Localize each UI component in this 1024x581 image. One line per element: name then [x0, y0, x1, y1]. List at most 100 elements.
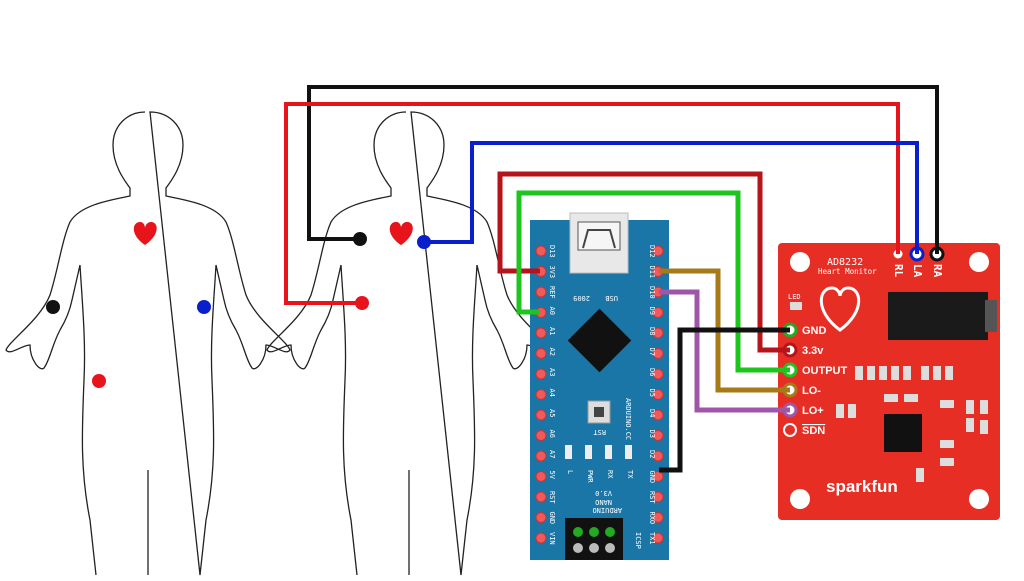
- nano-pin-rst: [652, 491, 664, 503]
- led-label-tx: TX: [626, 470, 634, 479]
- heart-icon: [389, 222, 413, 245]
- nano-pin-label: D12: [648, 245, 656, 258]
- arduino-nano-board: [530, 212, 669, 560]
- nano-pin-d4: [652, 409, 664, 421]
- nano-pin-label: A5: [548, 409, 556, 417]
- nano-pin-label: RST: [548, 491, 556, 504]
- nano-pin-label: A3: [548, 368, 556, 376]
- nano-pin-rxo: [652, 512, 664, 523]
- nano-pin-label: D5: [648, 389, 656, 397]
- sensor-lead-rl: RL: [892, 264, 905, 278]
- nano-pin-label: A2: [548, 348, 556, 356]
- nano-pin-ref: [535, 286, 547, 298]
- nano-pin-label: A0: [548, 307, 556, 315]
- wire-black-gnd: [659, 327, 790, 473]
- nano-pin-label: D2: [648, 450, 656, 458]
- nano-pin-label: GND: [648, 471, 656, 484]
- wire-darkred-3v3: [497, 171, 790, 353]
- sparkfun-logo: sparkfun: [826, 477, 898, 496]
- nano-pin-label: REF: [548, 286, 556, 299]
- led-label-rx: RX: [606, 470, 614, 479]
- wire-blue-la: [424, 141, 919, 254]
- nano-pin-label: RST: [648, 491, 656, 504]
- audio-jack: [888, 292, 988, 340]
- nano-pin-d6: [652, 368, 664, 380]
- sensor-led: [790, 302, 802, 310]
- nano-pin-a2: [535, 348, 547, 359]
- nano-pin-label: 5V: [548, 471, 556, 480]
- wire-black-ra: [307, 85, 939, 254]
- nano-pin-a3: [535, 368, 547, 380]
- ad8232-sensor-board: [778, 243, 1000, 520]
- wire-red-rl: [284, 102, 900, 305]
- nano-pin-label: A7: [548, 450, 556, 458]
- nano-pin-label: D13: [548, 245, 556, 258]
- nano-pin-gnd: [652, 471, 664, 482]
- sensor-chip-name: AD8232: [827, 257, 863, 268]
- sensor-lead-ra: RA: [931, 264, 944, 278]
- body-outline-left: [5, 111, 291, 576]
- nano-pin-d3: [652, 430, 664, 441]
- nano-pin-label: A6: [548, 430, 556, 438]
- sensor-pin-label-sdn: SDN: [802, 425, 825, 437]
- nano-pin-d13: [535, 245, 547, 257]
- nano-pin-a4: [535, 389, 547, 400]
- nano-pin-label: D11: [648, 266, 656, 279]
- sensor-pin-label-lo-minus: LO-: [802, 385, 821, 397]
- icsp-header: [565, 518, 623, 560]
- board-name-line2: NANO: [595, 498, 612, 506]
- led-label-l: L: [566, 470, 574, 474]
- sensor-pin-label-3v3: 3.3v: [802, 345, 824, 357]
- usb-label: USB: [605, 294, 618, 302]
- sensor-led-label: LED: [788, 293, 801, 301]
- sensor-pin-label-lo-plus: LO+: [802, 405, 824, 417]
- electrode-dot-blue: [417, 235, 431, 249]
- nano-pin-label: RXO: [648, 512, 656, 525]
- nano-pin-label: D4: [648, 409, 656, 417]
- sensor-pin-label-output: OUTPUT: [802, 365, 848, 377]
- nano-pin-d7: [652, 348, 664, 359]
- rst-label: RST: [593, 428, 606, 436]
- microcontroller-chip: [567, 308, 632, 373]
- nano-pin-a1: [535, 327, 547, 339]
- nano-pin-d9: [652, 307, 664, 318]
- nano-pin-label: D3: [648, 430, 656, 438]
- nano-pin-rst: [535, 491, 547, 503]
- icsp-label: ICSP: [634, 532, 642, 549]
- wire-green-output: [516, 190, 790, 373]
- nano-pin-label: GND: [548, 512, 556, 525]
- nano-pin-label: D7: [648, 348, 656, 356]
- wire-purple-lo-plus: [659, 289, 790, 413]
- nano-pin-label: A1: [548, 327, 556, 335]
- nano-pin-a5: [535, 409, 547, 421]
- sensor-subtitle: Heart Monitor: [818, 267, 877, 276]
- maker-label: ARDUINO.CC: [624, 398, 632, 440]
- led-label-pwr: PWR: [586, 470, 594, 483]
- nano-pin-label: D10: [648, 286, 656, 299]
- nano-pin-a7: [535, 450, 547, 462]
- nano-pin-gnd: [535, 512, 547, 523]
- board-name-line3: V3.0: [595, 489, 612, 497]
- nano-pin-a6: [535, 430, 547, 441]
- year-label: 2009: [573, 294, 590, 302]
- nano-pin-label: A4: [548, 389, 556, 397]
- electrode-dot-blue: [197, 300, 211, 314]
- electrode-dot-red: [355, 296, 369, 310]
- nano-pin-d5: [652, 389, 664, 400]
- nano-pin-5v: [535, 471, 547, 482]
- nano-pin-label: VIN: [548, 532, 556, 545]
- nano-pin-label: D6: [648, 368, 656, 376]
- board-name-line1: ARDUINO: [592, 506, 622, 514]
- sensor-pin-label-gnd: GND: [802, 325, 827, 337]
- sensor-lead-la: LA: [911, 264, 924, 278]
- nano-pin-d2: [652, 450, 664, 462]
- nano-pin-tx1: [652, 532, 664, 544]
- nano-pin-d12: [652, 245, 664, 257]
- nano-pin-label: D9: [648, 307, 656, 315]
- wires: [284, 85, 939, 473]
- heart-icon: [133, 222, 157, 245]
- electrode-dot-black: [46, 300, 60, 314]
- electrode-dot-red: [92, 374, 106, 388]
